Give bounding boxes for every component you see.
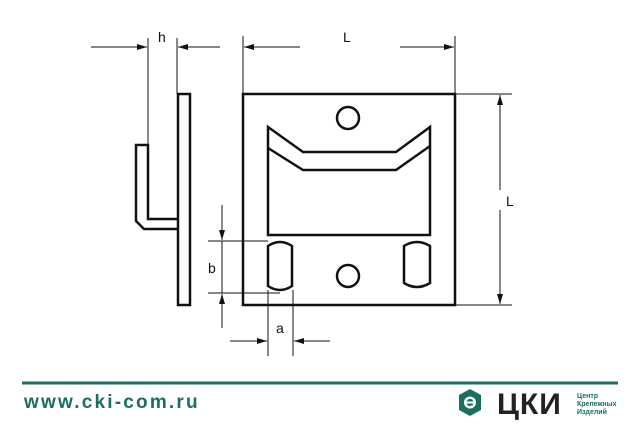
label-L-top: L	[343, 29, 351, 45]
label-b: b	[208, 260, 216, 276]
plate-front-view	[241, 92, 457, 307]
label-h: h	[158, 29, 166, 45]
logo-hex-icon	[459, 389, 481, 416]
tagline-line: Крепежных	[577, 401, 617, 408]
right-slot	[402, 240, 432, 289]
side-profile	[134, 92, 192, 307]
dimension-lines	[91, 36, 512, 356]
label-L-side: L	[506, 193, 514, 209]
top-hole	[335, 105, 361, 131]
website-link[interactable]: www.cki-com.ru	[24, 392, 200, 413]
hook-window	[266, 124, 432, 237]
left-slot	[266, 240, 294, 292]
brand-name: ЦКИ	[497, 388, 562, 421]
bottom-hole	[335, 263, 361, 289]
tagline-line: Центр	[577, 393, 599, 400]
tagline-line: Изделий	[577, 409, 607, 416]
brand-tagline: Центр Крепежных Изделий	[577, 393, 617, 417]
label-a: a	[276, 320, 284, 336]
